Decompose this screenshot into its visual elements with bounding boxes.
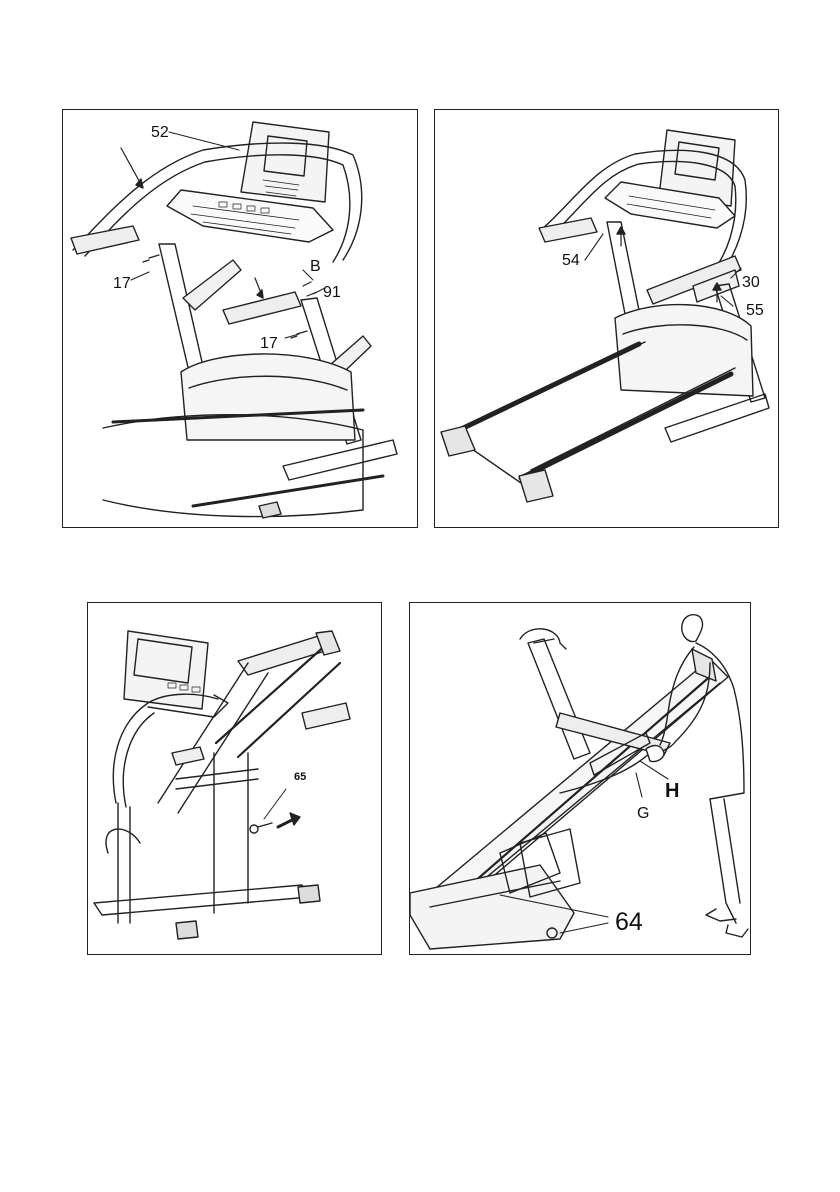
callout-54: 54 xyxy=(562,253,580,269)
callout-30: 30 xyxy=(742,275,760,291)
person-folding-treadmill-drawing xyxy=(410,603,750,954)
treadmill-folded-drawing xyxy=(88,603,381,954)
callout-h: H xyxy=(665,781,679,801)
callout-b: B xyxy=(310,259,321,275)
figure-panel-folding-lock: 65 xyxy=(87,602,382,955)
callout-64: 64 xyxy=(615,910,643,935)
treadmill-assembled-drawing xyxy=(435,110,778,527)
treadmill-console-drawing xyxy=(63,110,417,527)
callout-65: 65 xyxy=(294,772,306,783)
callout-91: 91 xyxy=(323,285,341,301)
figure-panel-side-covers: 54 30 55 xyxy=(434,109,779,528)
callout-g: G xyxy=(637,806,649,822)
figure-panel-console-mounting: 52 17 B 91 17 xyxy=(62,109,418,528)
callout-52: 52 xyxy=(151,125,169,141)
figure-panel-lifting-deck: H G 64 xyxy=(409,602,751,955)
callout-55: 55 xyxy=(746,303,764,319)
callout-17-lower: 17 xyxy=(260,336,278,352)
callout-17-upper: 17 xyxy=(113,276,131,292)
